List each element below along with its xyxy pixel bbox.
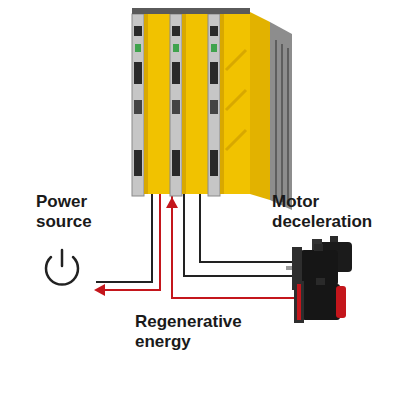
amp-front-panel: [208, 14, 220, 196]
node-label: Power source: [36, 192, 94, 232]
motor-plug: [316, 278, 325, 285]
amp-cover-edge: [182, 12, 186, 194]
amp-connector: [134, 62, 142, 84]
node-label: Motor deceleration: [272, 192, 396, 232]
amp-cover-edge: [144, 12, 148, 194]
cover-ribs: [226, 50, 246, 150]
motor-plug: [330, 236, 338, 242]
amp-status-display: [173, 44, 179, 52]
amp-cover-edge: [220, 12, 224, 194]
regen-arrowhead: [166, 197, 178, 208]
amp-front-panel: [170, 14, 182, 196]
amp-connector: [134, 26, 142, 36]
amp-heatsink: [270, 22, 292, 210]
arrowhead: [94, 284, 105, 296]
amp-yellow-cover: [144, 12, 170, 194]
power-wire: [96, 190, 152, 282]
motor-rear-cap: [336, 286, 346, 318]
amp-yellow-cover: [182, 12, 208, 194]
amp-side-panel: [250, 12, 270, 200]
amp-status-display: [211, 44, 217, 52]
amp-connector: [172, 150, 180, 176]
amp-connector: [210, 62, 218, 84]
node-illustration-group: [272, 236, 352, 323]
amp-connector: [210, 150, 218, 176]
amp-connector: [134, 100, 142, 114]
power-symbol-bar: [61, 250, 64, 266]
amp-connector: [134, 150, 142, 176]
amp-yellow-cover: [220, 12, 250, 194]
power-source-node: Power source: [36, 192, 94, 300]
motor-shaft: [286, 266, 292, 270]
amp-connector: [172, 62, 180, 84]
motor-flange-ring: [297, 284, 301, 320]
amp-front-panel: [132, 14, 144, 196]
amp-connector: [210, 100, 218, 114]
regen-wire: [272, 297, 296, 299]
node-illustration-group: [46, 250, 78, 285]
motor-body: [302, 284, 340, 320]
amp-connector: [172, 100, 180, 114]
motor-plug: [314, 244, 323, 251]
motor-node: Motor deceleration: [272, 192, 396, 330]
edge-label: Regenerative energy: [135, 312, 255, 352]
amp-connector: [210, 26, 218, 36]
amp-top-cap: [132, 8, 250, 14]
amp-status-display: [135, 44, 141, 52]
heatsink-fins: [276, 40, 288, 205]
motor-body: [300, 250, 338, 286]
motor-flange: [294, 281, 304, 323]
amp-connector: [172, 26, 180, 36]
